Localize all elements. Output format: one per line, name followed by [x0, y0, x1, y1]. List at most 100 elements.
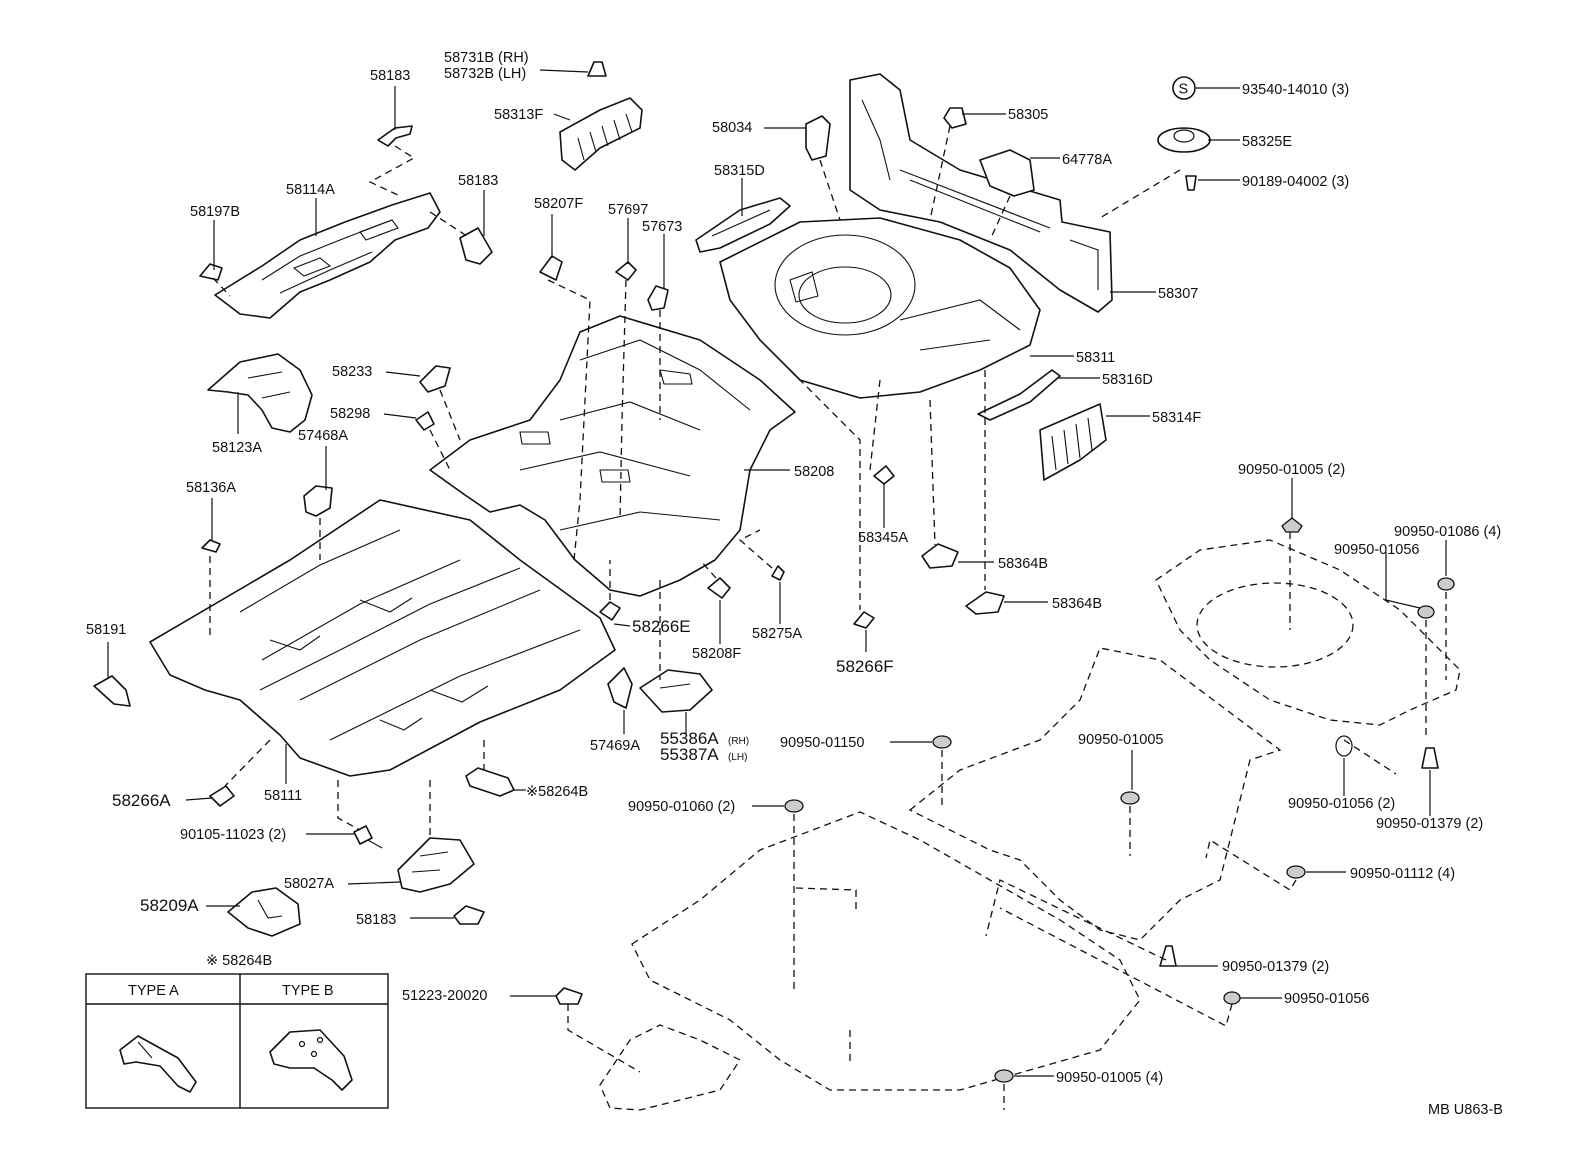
label-58034[interactable]: 58034: [712, 120, 752, 136]
part-front-floor-silencer[interactable]: [599, 647, 1282, 1111]
part-58136a-clip[interactable]: [201, 539, 221, 553]
part-90950-01060-plug[interactable]: [784, 799, 804, 813]
label-58208f[interactable]: 58208F: [692, 646, 741, 662]
label-90950-01060[interactable]: 90950-01060 (2): [628, 799, 735, 815]
label-58313f[interactable]: 58313F: [494, 107, 543, 123]
part-90950-01056-plug-2[interactable]: [1335, 735, 1353, 757]
label-90950-01379-b[interactable]: 90950-01379 (2): [1222, 959, 1329, 975]
part-58314f-panel[interactable]: [1039, 403, 1107, 481]
part-90950-01086-plug[interactable]: [1437, 577, 1455, 591]
part-90950-01005-plug-lower[interactable]: [994, 1069, 1014, 1083]
part-90950-01005-plug-upper[interactable]: [1281, 517, 1303, 533]
part-58111-front-floor-pan[interactable]: [149, 499, 616, 777]
part-57468a-bracket[interactable]: [303, 485, 333, 517]
label-58233[interactable]: 58233: [332, 364, 372, 380]
label-58311[interactable]: 58311: [1076, 350, 1115, 366]
part-58197b-bracket[interactable]: [199, 263, 223, 281]
label-90950-01086[interactable]: 90950-01086 (4): [1394, 524, 1501, 540]
label-55387a[interactable]: 55387A: [660, 745, 719, 764]
part-58325e-retainer[interactable]: [1157, 127, 1211, 153]
label-58207f[interactable]: 58207F: [534, 196, 583, 212]
label-55386a[interactable]: 55386A: [660, 729, 719, 748]
part-58208f-bracket[interactable]: [707, 577, 731, 599]
label-58731b[interactable]: 58731B (RH): [444, 50, 529, 66]
label-57469a[interactable]: 57469A: [590, 738, 640, 754]
part-58315d-member[interactable]: [695, 197, 791, 253]
part-58183-bracket-mid[interactable]: [459, 227, 493, 265]
label-90950-01005-b[interactable]: 90950-01005: [1078, 732, 1163, 748]
part-58123a-member[interactable]: [207, 353, 313, 433]
label-58364b-lower[interactable]: 58364B: [1052, 596, 1102, 612]
part-51223-20020-hole-plug[interactable]: [555, 987, 583, 1005]
label-58307[interactable]: 58307: [1158, 286, 1198, 302]
label-90189-04002[interactable]: 90189-04002 (3): [1242, 174, 1349, 190]
part-58191-bracket[interactable]: [93, 675, 131, 707]
label-90950-01005-2[interactable]: 90950-01005 (2): [1238, 462, 1345, 478]
label-57468a[interactable]: 57468A: [298, 428, 348, 444]
part-58208-rear-floor-pan[interactable]: [429, 315, 796, 597]
part-58027a-bracket[interactable]: [397, 837, 475, 893]
label-90950-01056-b[interactable]: 90950-01056: [1284, 991, 1369, 1007]
label-58183-bottom[interactable]: 58183: [356, 912, 396, 928]
part-58266f-bracket[interactable]: [853, 611, 875, 629]
part-90189-bolt[interactable]: [1185, 175, 1197, 191]
part-58298-bracket[interactable]: [415, 411, 435, 431]
part-57697-bracket[interactable]: [615, 261, 637, 281]
label-58266a[interactable]: 58266A: [112, 791, 171, 810]
label-90105-11023[interactable]: 90105-11023 (2): [180, 827, 286, 843]
part-58207f-bracket[interactable]: [539, 255, 563, 281]
part-57673-bracket[interactable]: [647, 285, 669, 311]
label-58027a[interactable]: 58027A: [284, 876, 334, 892]
part-58345a-bracket[interactable]: [873, 465, 895, 485]
label-58275a[interactable]: 58275A: [752, 626, 802, 642]
label-58208[interactable]: 58208: [794, 464, 834, 480]
label-58345a[interactable]: 58345A: [858, 530, 908, 546]
part-58316d-member[interactable]: [977, 369, 1061, 421]
label-58315d[interactable]: 58315D: [714, 163, 765, 179]
label-58266e[interactable]: 58266E: [632, 617, 691, 636]
label-58123a[interactable]: 58123A: [212, 440, 262, 456]
part-55386a-55387a-bracket[interactable]: [639, 669, 713, 713]
label-58314f[interactable]: 58314F: [1152, 410, 1201, 426]
part-58233-bracket[interactable]: [419, 365, 451, 393]
part-58266a-bracket[interactable]: [209, 785, 235, 807]
label-58114a[interactable]: 58114A: [286, 182, 335, 198]
label-58191[interactable]: 58191: [86, 622, 126, 638]
label-58325e[interactable]: 58325E: [1242, 134, 1292, 150]
label-90950-01379-a[interactable]: 90950-01379 (2): [1376, 816, 1483, 832]
part-58275a-clip[interactable]: [771, 565, 785, 581]
label-58266f[interactable]: 58266F: [836, 657, 894, 676]
label-58305[interactable]: 58305: [1008, 107, 1048, 123]
label-58364b-upper[interactable]: 58364B: [998, 556, 1048, 572]
part-58731b-58732b-plug[interactable]: [587, 61, 607, 77]
label-90950-01150[interactable]: 90950-01150: [780, 735, 864, 751]
label-58111[interactable]: 58111: [264, 788, 302, 804]
part-58114a-reinforcement[interactable]: [214, 192, 441, 319]
label-58264b[interactable]: ※58264B: [526, 784, 588, 800]
part-90950-01150-plug[interactable]: [932, 735, 952, 749]
label-90950-01056-2[interactable]: 90950-01056 (2): [1288, 796, 1395, 812]
part-58266e-bracket[interactable]: [599, 601, 621, 621]
part-90950-01112-plug[interactable]: [1286, 865, 1306, 879]
part-90950-01056-plug-b[interactable]: [1223, 991, 1241, 1005]
label-93540-14010[interactable]: 93540-14010 (3): [1242, 82, 1349, 98]
label-51223-20020[interactable]: 51223-20020: [402, 988, 487, 1004]
part-58313f-panel[interactable]: [559, 97, 643, 171]
part-58364b-lower[interactable]: [965, 591, 1005, 615]
part-58311-rear-floor-pan[interactable]: [719, 217, 1041, 399]
label-90950-01056-a[interactable]: 90950-01056: [1334, 542, 1419, 558]
label-58732b[interactable]: 58732B (LH): [444, 66, 526, 82]
label-57697[interactable]: 57697: [608, 202, 648, 218]
label-58183-top[interactable]: 58183: [370, 68, 410, 84]
label-58209a[interactable]: 58209A: [140, 896, 199, 915]
label-58298[interactable]: 58298: [330, 406, 370, 422]
label-58136a[interactable]: 58136A: [186, 480, 236, 496]
part-rear-floor-mat[interactable]: [1155, 539, 1461, 726]
part-58034-bracket[interactable]: [805, 115, 831, 161]
part-64778a-cover[interactable]: [979, 149, 1035, 197]
part-58183-bracket-bottom[interactable]: [453, 905, 485, 925]
label-58183-mid[interactable]: 58183: [458, 173, 498, 189]
part-90950-01005-plug-mid[interactable]: [1120, 791, 1140, 805]
part-58364b-upper[interactable]: [921, 543, 959, 569]
label-64778a[interactable]: 64778A: [1062, 152, 1112, 168]
